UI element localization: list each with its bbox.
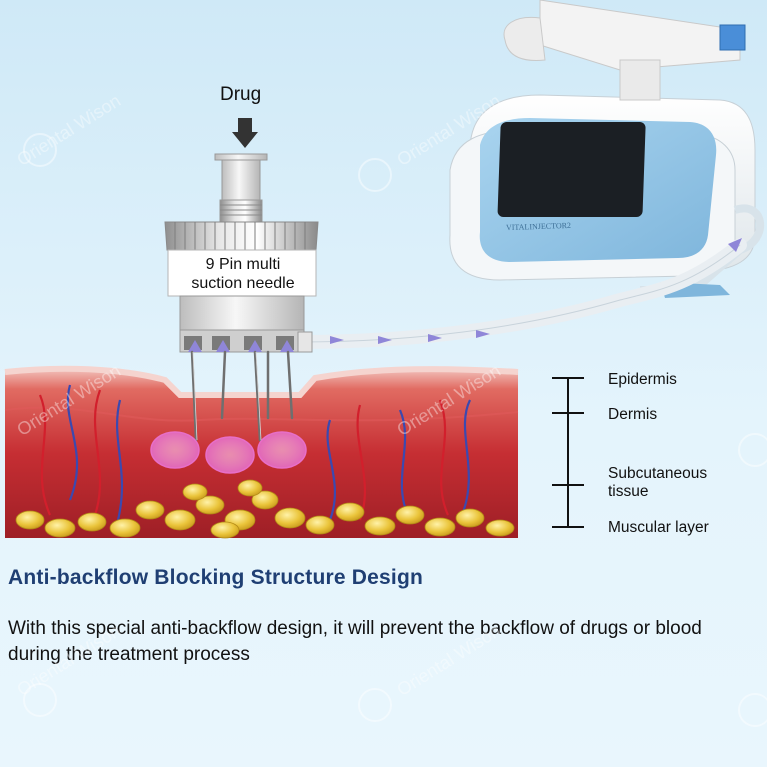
injector-device [449,0,765,298]
flow-arrows [330,238,742,344]
needle-label-line2: suction needle [191,275,295,292]
drug-label: Drug [220,84,262,105]
needle-label: 9 Pin multi suction needle [168,255,318,293]
needles [190,350,294,442]
needle-head [164,118,319,353]
layer-label-muscular: Muscular layer [608,519,709,536]
layer-scale [552,377,584,528]
layer-label-epidermis: Epidermis [608,371,677,388]
drug-droplets [150,431,307,474]
layer-label-subcutaneous: Subcutaneous tissue [608,465,708,500]
layer-label-dermis: Dermis [608,406,658,423]
description-text: With this special anti-backflow design, … [8,618,702,665]
needle-label-line1: 9 Pin multi [205,256,281,273]
section-heading: Anti-backflow Blocking Structure Design [8,566,424,589]
fat-layer [15,479,515,539]
